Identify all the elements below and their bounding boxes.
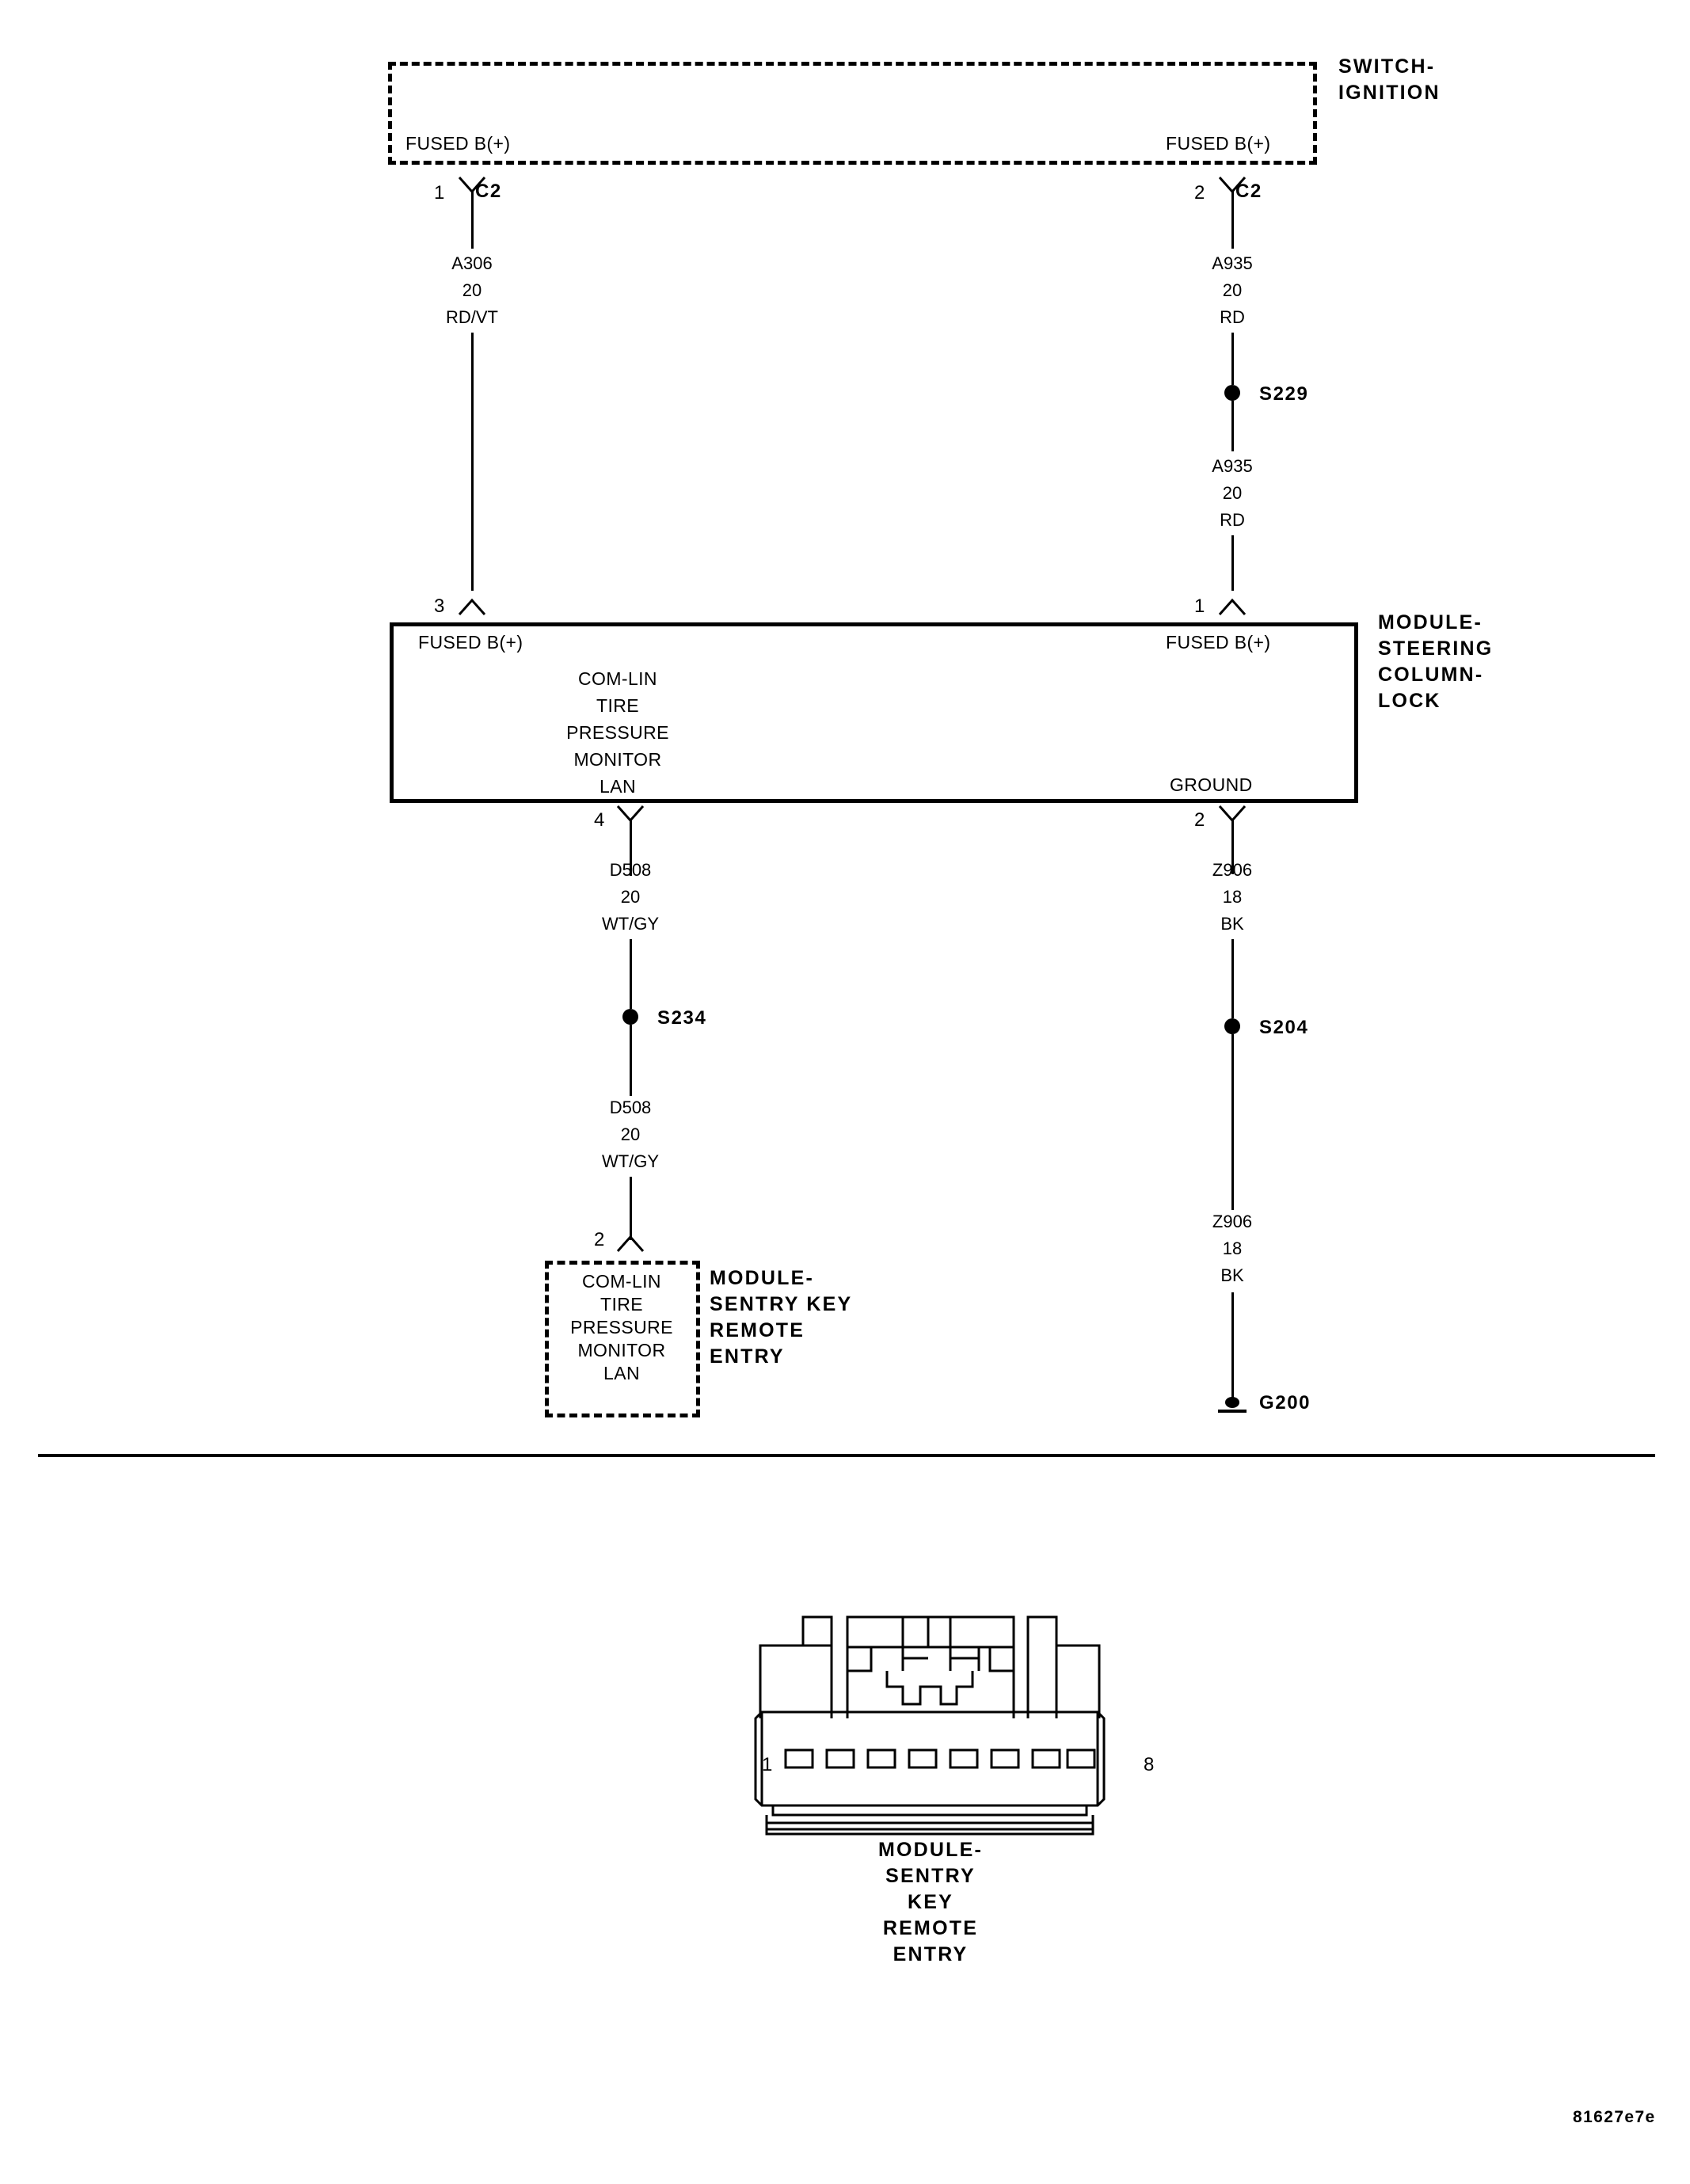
- wire-a306-color: RD/VT: [446, 307, 498, 327]
- wire-z906-to-g200: [1231, 1292, 1234, 1403]
- wire-z906-below-s204: [1231, 1034, 1234, 1210]
- connector-caption: MODULE- SENTRY KEY REMOTE ENTRY: [877, 1839, 984, 1965]
- wire-d508-segment-upper: [630, 820, 632, 876]
- wire-a935-to-s229: [1231, 333, 1234, 385]
- ground-g200-label: G200: [1259, 1392, 1311, 1414]
- switch-ignition-box: [388, 62, 1317, 165]
- wire-z906-segment-upper: [1231, 820, 1234, 874]
- connector-pin-1-number: 1: [762, 1754, 773, 1775]
- switch-ignition-right-terminal-label: FUSED B(+): [1166, 133, 1271, 154]
- wire-z906-upper-gauge: 18: [1222, 887, 1243, 907]
- splice-s204-dot: [1224, 1018, 1240, 1034]
- wire-a935-segment-upper: [1231, 192, 1234, 249]
- splice-s229-label: S229: [1259, 383, 1309, 405]
- wire-a306-segment-upper: [471, 192, 474, 249]
- wire-a935-segment-lower: [1231, 535, 1234, 591]
- wire-z906-to-s204: [1231, 939, 1234, 1018]
- ground-g200-bar: [1218, 1410, 1247, 1413]
- wire-a935-lower-gauge: 20: [1222, 483, 1243, 503]
- wire-z906-lower-gauge: 18: [1222, 1238, 1243, 1258]
- scl-right-top-label: FUSED B(+): [1166, 632, 1271, 653]
- scl-right-output-pin-number: 2: [1194, 809, 1205, 831]
- scl-right-bottom-label: GROUND: [1170, 774, 1253, 795]
- section-divider: [38, 1454, 1655, 1457]
- figure-id-watermark: 81627e7e: [1573, 2108, 1656, 2126]
- sentry-key-remote-entry-module-title: MODULE- SENTRY KEY REMOTE ENTRY: [710, 1267, 853, 1368]
- scl-left-top-label: FUSED B(+): [418, 632, 523, 653]
- splice-s229-dot: [1224, 385, 1240, 401]
- wire-a935-upper-circuit: A935: [1212, 253, 1253, 273]
- skrem-center-label: COM-LIN TIRE PRESSURE MONITOR LAN: [570, 1271, 673, 1383]
- splice-s234-label: S234: [657, 1007, 707, 1029]
- wire-z906-upper-circuit: Z906: [1212, 860, 1253, 880]
- wire-a935-below-s229: [1231, 401, 1234, 451]
- scl-left-output-pin-number: 4: [594, 809, 605, 831]
- sentry-key-remote-entry-module-box: [545, 1261, 700, 1417]
- wire-d508-upper-circuit: D508: [609, 860, 652, 880]
- splice-s234-dot: [622, 1009, 638, 1025]
- wire-d508-upper-color: WT/GY: [601, 914, 660, 934]
- switch-ignition-right-pin-number: 2: [1194, 182, 1205, 204]
- steering-column-lock-module-title: MODULE- STEERING COLUMN- LOCK: [1378, 611, 1494, 712]
- wire-a935-upper-gauge: 20: [1222, 280, 1243, 300]
- wire-d508-to-s234: [630, 939, 632, 1009]
- wire-z906-lower-color: BK: [1220, 1265, 1244, 1285]
- wire-d508-lower-circuit: D508: [609, 1098, 652, 1117]
- switch-ignition-left-pin-number: 1: [434, 182, 445, 204]
- switch-ignition-left-terminal-label: FUSED B(+): [405, 133, 511, 154]
- wire-d508-upper-gauge: 20: [620, 887, 641, 907]
- scl-right-input-connector-symbol: [1218, 589, 1247, 616]
- connector-pin-8-number: 8: [1144, 1754, 1155, 1775]
- scl-left-input-pin-number: 3: [434, 595, 445, 617]
- wire-a935-lower-circuit: A935: [1212, 456, 1253, 476]
- wire-d508-lower-color: WT/GY: [601, 1151, 660, 1171]
- switch-ignition-left-connector-label: C2: [475, 181, 502, 202]
- wire-a935-lower-color: RD: [1220, 510, 1245, 530]
- wire-a306-segment-lower: [471, 333, 474, 591]
- steering-column-lock-module-box: [390, 622, 1358, 803]
- wire-z906-upper-color: BK: [1220, 914, 1244, 934]
- connector-end-view: [744, 1600, 1109, 1845]
- scl-left-input-connector-symbol: [458, 589, 486, 616]
- wire-a935-upper-color: RD: [1220, 307, 1245, 327]
- wire-d508-segment-lower: [630, 1177, 632, 1240]
- wire-a306-circuit: A306: [451, 253, 493, 273]
- switch-ignition-title: SWITCH- IGNITION: [1338, 55, 1441, 104]
- wire-d508-below-s234: [630, 1025, 632, 1096]
- switch-ignition-right-connector-label: C2: [1235, 181, 1262, 202]
- wire-a306-gauge: 20: [462, 280, 482, 300]
- wire-z906-lower-circuit: Z906: [1212, 1212, 1253, 1231]
- scl-center-label: COM-LIN TIRE PRESSURE MONITOR LAN: [566, 668, 669, 797]
- splice-s204-label: S204: [1259, 1017, 1309, 1038]
- wire-d508-lower-gauge: 20: [620, 1124, 641, 1144]
- skrem-pin-number: 2: [594, 1229, 605, 1250]
- skrem-connector-symbol: [616, 1226, 645, 1253]
- ground-g200-dot: [1225, 1397, 1239, 1408]
- scl-right-input-pin-number: 1: [1194, 595, 1205, 617]
